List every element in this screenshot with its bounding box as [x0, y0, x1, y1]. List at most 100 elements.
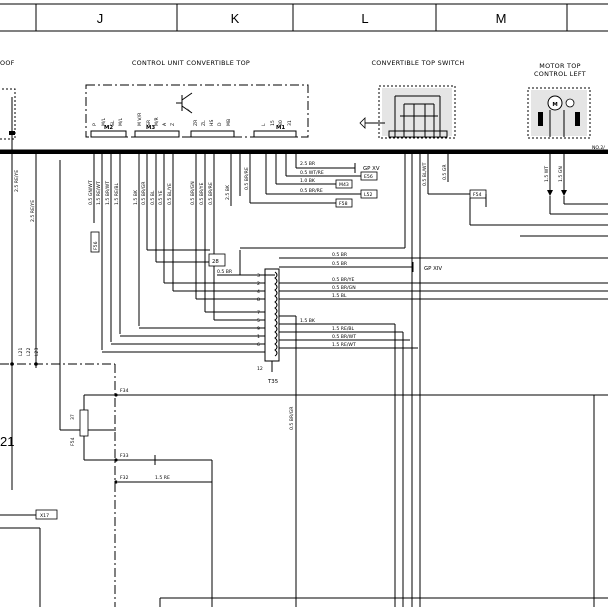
f34-label: F34 — [120, 388, 129, 394]
top-switch — [359, 85, 456, 139]
top-switch-outline — [378, 85, 456, 139]
connector-block-m3 — [134, 130, 180, 138]
m3-label: M3 — [146, 125, 155, 131]
e56-label: E56 — [364, 174, 373, 180]
ref-label: L22 — [26, 348, 32, 356]
wire-label: 1.5 RE/BL — [114, 182, 120, 205]
grid-column-j: J — [97, 11, 104, 26]
connector-pin: 7 — [257, 310, 260, 316]
connector-left-wires — [102, 249, 265, 353]
pin-label: P — [92, 123, 98, 126]
wire-label: 1.5 BL — [332, 293, 347, 299]
motor-winding — [538, 112, 543, 126]
top-switch-title: CONVERTIBLE TOP SWITCH — [372, 59, 465, 67]
wire-label: 0.5 BL — [150, 190, 156, 205]
wire-label: 0.5 BR/RE — [208, 182, 214, 205]
transistor-collector — [181, 92, 193, 101]
f58-box — [335, 198, 353, 208]
wire-label: 0.5 WT/RE — [300, 170, 324, 176]
pin-label: 31 — [287, 120, 293, 126]
motor-title-line1: MOTOR TOP — [539, 62, 580, 70]
ref-label: L23 — [34, 348, 40, 356]
wire-label: 0.5 GN/WT — [88, 180, 94, 205]
wire-label: 1.5 BK — [133, 189, 139, 205]
junction — [114, 480, 118, 484]
m2-label: M2 — [104, 125, 113, 131]
pin-label: 30 — [278, 120, 284, 126]
connector-pin: 12 — [257, 366, 263, 372]
x17-label: X17 — [40, 513, 49, 519]
f56-label: F56 — [93, 241, 99, 250]
gp-xv-label: GP XV — [363, 166, 380, 172]
wire-label: 0.5 BR/YE — [332, 277, 354, 283]
pin-label: D — [217, 122, 223, 126]
left-marker: 21 — [0, 434, 14, 449]
pin-label: SR — [146, 119, 152, 126]
wire-label: 2.5 RE/YE — [14, 170, 20, 192]
wire-label: 0.5 BR/RE — [300, 188, 323, 194]
fuse-label: F54 — [70, 437, 76, 446]
t28-junction: 28 0.5 BR — [208, 250, 275, 276]
left-component-pin — [9, 131, 15, 135]
x17-box — [35, 509, 58, 520]
wire-label: 0.5 GR — [442, 164, 448, 180]
transistor-symbol — [176, 92, 193, 114]
pin-label: MB — [226, 119, 232, 126]
motor-component: M — [527, 87, 591, 139]
connector-right-wires: GP XIV 0.5 BR 0.5 BR 0.5 BR/YE 0.5 BR/GN… — [279, 252, 608, 607]
connector-pin: 4 — [257, 289, 260, 295]
wire-label: 0.5 YE — [158, 190, 164, 205]
wire-label: 0.5 BR — [332, 252, 348, 258]
connector-block-m1 — [253, 130, 297, 138]
motor-right-label: NO.2/ — [592, 145, 605, 151]
top-switch-shading — [382, 88, 452, 136]
motor-winding — [575, 112, 580, 126]
connector-pin: 5 — [257, 318, 260, 324]
wire-label: 1.5 BK — [300, 318, 316, 324]
wire-label: 0.5 BR/GR — [141, 181, 147, 205]
wire-label: 0.5 BL/WT — [422, 162, 428, 186]
cu-wires: 0.5 GN/WT 1.5 RE/WT 1.5 BR/WT 1.5 RE/BL … — [88, 152, 241, 350]
left-component-box — [0, 88, 16, 140]
m1-label: M1 — [276, 125, 285, 131]
gp-xiv-label: GP XIV — [424, 266, 442, 272]
e56-box — [360, 171, 378, 181]
bottom-wires — [159, 395, 608, 607]
grid-header: J K L M — [0, 3, 608, 32]
junction — [114, 393, 118, 397]
wire-label: 1.5 WT — [544, 166, 550, 182]
pin-label: Z — [170, 123, 176, 126]
pin-label: ZR — [193, 119, 199, 126]
f54-label: F54 — [473, 192, 482, 198]
motor-plug — [561, 190, 567, 196]
pin-label: A — [162, 122, 168, 126]
wire-label: 0.5 BR/GN — [190, 181, 196, 205]
pin-label: HS — [209, 120, 215, 126]
wire-label: 2.5 BK — [225, 184, 231, 200]
connector-pin: 6 — [257, 342, 260, 348]
wire-label: 1.0 BK — [300, 178, 316, 184]
pin-label: SL — [110, 120, 116, 126]
pin-label: L — [261, 123, 267, 126]
f33-label: F33 — [120, 453, 129, 459]
fuse-value: 37 — [70, 414, 76, 420]
pin-label: 15 — [270, 120, 276, 126]
f58-label: F58 — [339, 201, 348, 207]
motor-brake-icon — [565, 98, 575, 108]
wire-label: 1.5 BR/WT — [105, 181, 111, 205]
f56-box — [90, 231, 100, 253]
left-component — [0, 88, 16, 140]
motor-symbol — [547, 95, 563, 111]
grid-column-k: K — [231, 11, 240, 26]
control-unit: P M/L SL M/L M2 M V/R SR M/R A Z M3 ZR Z… — [85, 84, 309, 138]
pin-label: M/R — [154, 116, 160, 126]
f32-wire-label: 1.5 RE — [155, 475, 170, 481]
t28-label: 28 — [212, 259, 219, 265]
t28-wire-label: 0.5 BR — [217, 269, 233, 275]
fuse-section: F34 37 F54 F33 F32 1.5 RE — [59, 160, 608, 607]
pin-label: ZL — [201, 120, 207, 126]
wire-label: 0.5 BR/WT — [332, 334, 356, 340]
wire-label: 2.5 RE/YE — [30, 200, 36, 222]
